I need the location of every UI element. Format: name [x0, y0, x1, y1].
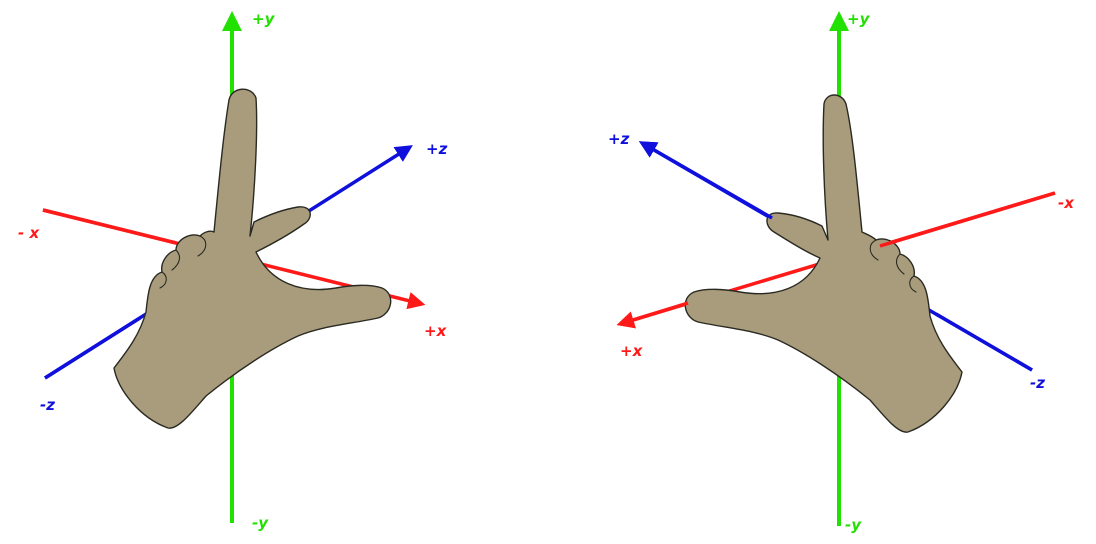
right-neg-y-label: -y — [845, 516, 862, 534]
right-z-axis-front-tip — [638, 141, 773, 220]
left-pos-x-label: +x — [424, 322, 448, 340]
left-neg-y-label: -y — [252, 514, 269, 532]
right-pos-z-label: +z — [608, 130, 630, 148]
left-pos-y-label: +y — [252, 10, 276, 28]
right-neg-z-label: -z — [1030, 374, 1045, 392]
right-coordinate-system: +y -y +x -x +z -z — [608, 10, 1075, 534]
right-pos-x-label: +x — [620, 342, 644, 360]
left-neg-x-label: - x — [18, 224, 40, 242]
left-pos-z-label: +z — [426, 140, 448, 158]
right-neg-x-label: -x — [1058, 194, 1075, 212]
left-coordinate-system: +y -y +x - x +z -z — [18, 10, 448, 532]
right-hand — [684, 94, 963, 433]
right-x-axis-front — [879, 191, 1056, 248]
left-neg-z-label: -z — [40, 396, 55, 414]
left-x-axis-front — [42, 208, 177, 245]
right-x-axis-front-tip — [616, 301, 689, 329]
left-hand — [113, 88, 392, 429]
right-z-axis-front — [935, 312, 1033, 372]
left-z-axis-front — [44, 316, 141, 380]
right-pos-y-label: +y — [847, 10, 871, 28]
